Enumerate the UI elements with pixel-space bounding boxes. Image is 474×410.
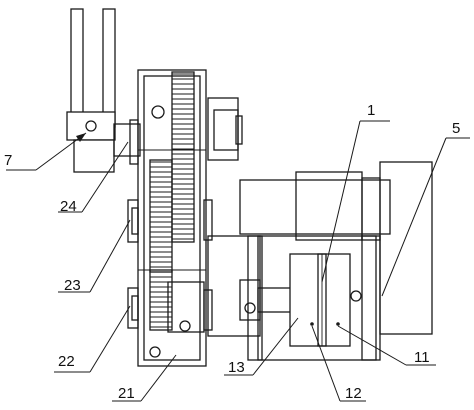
label-13: 13 (228, 359, 245, 376)
label-7: 7 (4, 152, 12, 169)
right-housing (244, 235, 381, 361)
label-21: 21 (118, 385, 135, 402)
reference-numerals: 7 1 5 24 23 22 21 13 12 11 (4, 102, 460, 402)
label-23: 23 (64, 277, 81, 294)
lower-gear (149, 269, 173, 331)
label-11: 11 (414, 349, 430, 366)
label-22: 22 (58, 353, 75, 370)
side-bosses (127, 119, 213, 331)
gear-teeth (150, 73, 194, 328)
label-1: 1 (367, 102, 375, 119)
label-24: 24 (60, 198, 77, 215)
fork-arm (66, 8, 141, 173)
leader-lines (6, 120, 470, 402)
upper-gear (171, 71, 195, 243)
label-12: 12 (345, 385, 362, 402)
label-5: 5 (452, 120, 460, 137)
motor (207, 97, 243, 161)
